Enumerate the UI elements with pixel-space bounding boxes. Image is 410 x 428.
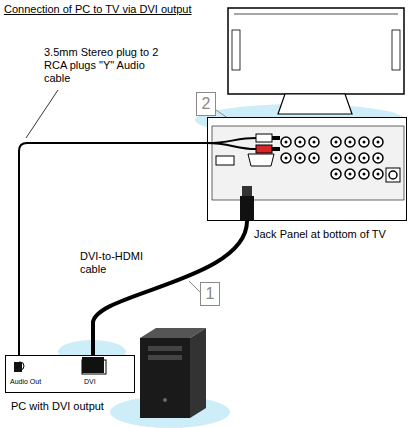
port-icons — [6, 356, 136, 394]
pc-drive — [148, 346, 182, 351]
rca-plug-white — [256, 134, 272, 142]
dvi-plug — [82, 357, 104, 373]
tv-stand — [278, 94, 352, 114]
pc-side — [190, 328, 206, 418]
pc-drive — [148, 355, 182, 360]
tv-speaker — [232, 30, 240, 70]
audio-wire — [207, 138, 256, 143]
rca-plug-red — [256, 145, 272, 153]
hdmi-tip — [242, 186, 252, 196]
pc-output-box: Audio OutDVIPC with DVI output — [5, 355, 135, 393]
hdmi-plug — [240, 196, 254, 220]
leader-line — [26, 90, 58, 138]
port-label: Audio Out — [10, 378, 41, 386]
audio-jack-plug — [14, 362, 22, 372]
pc-caption: PC with DVI output — [11, 400, 104, 413]
port-label: DVI — [84, 378, 96, 386]
leader-line — [189, 281, 200, 292]
jack-panel: Jack Panel at bottom of TV — [207, 117, 407, 221]
callout-number: 2 — [196, 92, 216, 116]
rca-tip — [272, 147, 280, 151]
tv-speaker — [392, 30, 400, 70]
pc-button — [163, 398, 167, 402]
cable — [19, 143, 207, 355]
audio-wire — [207, 143, 256, 149]
tv-edge — [234, 14, 398, 15]
panel-caption: Jack Panel at bottom of TV — [254, 228, 386, 241]
rca-tip — [272, 136, 280, 140]
panel-jacks — [208, 118, 408, 222]
cable-label: 3.5mm Stereo plug to 2 RCA plugs "Y" Aud… — [44, 46, 166, 85]
diagram-title: Connection of PC to TV via DVI output — [4, 3, 192, 16]
cable-label: DVI-to-HDMI cable — [80, 250, 154, 276]
tv-back — [228, 8, 404, 94]
callout-number: 1 — [200, 282, 220, 306]
pc-front — [140, 338, 190, 418]
cable — [93, 221, 247, 355]
